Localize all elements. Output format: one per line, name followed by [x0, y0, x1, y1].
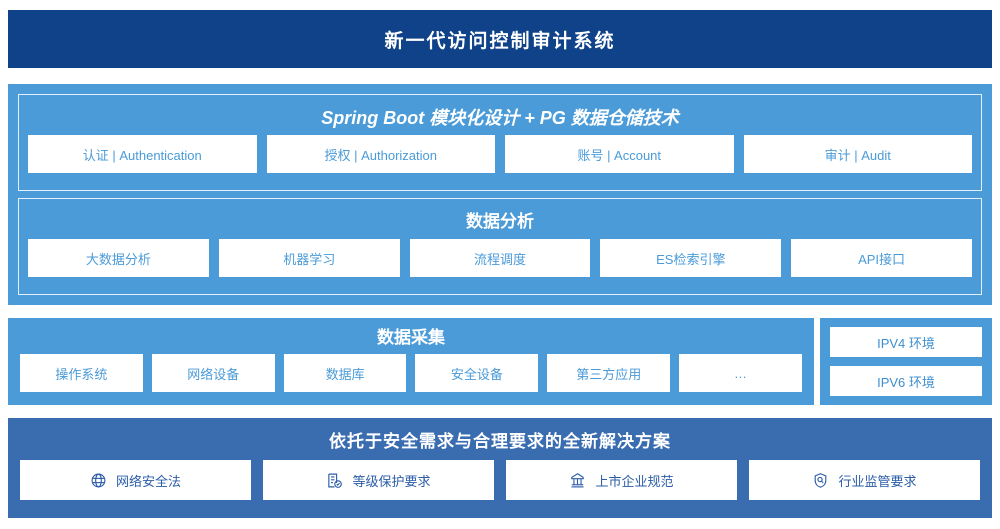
card-account[interactable]: 账号 | Account [505, 135, 734, 173]
data-collection-card-row: 操作系统 网络设备 数据库 安全设备 第三方应用 … [20, 354, 802, 392]
card-operating-system[interactable]: 操作系统 [20, 354, 143, 392]
card-es-search-engine[interactable]: ES检索引擎 [600, 239, 782, 277]
environment-block: IPV4 环境 IPV6 环境 [820, 318, 992, 405]
solutions-inner: 依托于安全需求与合理要求的全新解决方案 网络安全法 [8, 418, 992, 512]
solutions-card-row: 网络安全法 等级保护要求 [20, 460, 980, 500]
card-label: 行业监管要求 [838, 473, 917, 489]
bank-building-icon [569, 472, 586, 489]
globe-network-icon [90, 472, 107, 489]
card-label: 等级保护要求 [352, 473, 431, 489]
document-check-icon [326, 472, 343, 489]
spring-boot-panel-title: Spring Boot 模块化设计 + PG 数据仓储技术 [321, 108, 679, 128]
card-network-device[interactable]: 网络设备 [151, 354, 275, 392]
card-third-party-app[interactable]: 第三方应用 [547, 354, 671, 392]
environment-inner: IPV4 环境 IPV6 环境 [820, 318, 992, 405]
card-listed-company-standard[interactable]: 上市企业规范 [506, 460, 737, 500]
card-classified-protection[interactable]: 等级保护要求 [263, 460, 494, 500]
card-ipv4-environment[interactable]: IPV4 环境 [830, 327, 982, 357]
card-label: 上市企业规范 [595, 473, 674, 489]
card-more-ellipsis[interactable]: … [679, 354, 802, 392]
spring-boot-card-row: 认证 | Authentication 授权 | Authorization 账… [28, 135, 972, 173]
card-database[interactable]: 数据库 [283, 354, 407, 392]
card-security-device[interactable]: 安全设备 [415, 354, 539, 392]
card-authentication[interactable]: 认证 | Authentication [28, 135, 257, 173]
shield-search-icon [812, 472, 829, 489]
card-authorization[interactable]: 授权 | Authorization [266, 135, 495, 173]
data-collection-inner: 数据采集 操作系统 网络设备 数据库 安全设备 第三方应用 … [8, 318, 814, 402]
card-ipv6-environment[interactable]: IPV6 环境 [830, 366, 982, 396]
page-title: 新一代访问控制审计系统 [384, 30, 616, 52]
card-api-interface[interactable]: API接口 [791, 239, 972, 277]
data-analysis-card-row: 大数据分析 机器学习 流程调度 ES检索引擎 API接口 [28, 239, 972, 277]
data-analysis-panel-title: 数据分析 [466, 212, 534, 231]
card-process-scheduling[interactable]: 流程调度 [409, 239, 591, 277]
spring-boot-panel: Spring Boot 模块化设计 + PG 数据仓储技术 认证 | Authe… [18, 94, 982, 191]
solutions-block: 依托于安全需求与合理要求的全新解决方案 网络安全法 [8, 418, 992, 518]
header-bar: 新一代访问控制审计系统 [8, 10, 992, 68]
data-collection-block: 数据采集 操作系统 网络设备 数据库 安全设备 第三方应用 … [8, 318, 814, 405]
card-big-data-analysis[interactable]: 大数据分析 [28, 239, 209, 277]
card-industry-regulation[interactable]: 行业监管要求 [749, 460, 980, 500]
application-layer-block: Spring Boot 模块化设计 + PG 数据仓储技术 认证 | Authe… [8, 84, 992, 305]
solutions-title: 依托于安全需求与合理要求的全新解决方案 [329, 432, 671, 451]
card-label: 网络安全法 [115, 473, 181, 489]
card-machine-learning[interactable]: 机器学习 [218, 239, 400, 277]
data-collection-title: 数据采集 [377, 328, 445, 347]
data-analysis-panel: 数据分析 大数据分析 机器学习 流程调度 ES检索引擎 API接口 [18, 198, 982, 295]
card-cybersecurity-law[interactable]: 网络安全法 [20, 460, 251, 500]
card-audit[interactable]: 审计 | Audit [743, 135, 972, 173]
